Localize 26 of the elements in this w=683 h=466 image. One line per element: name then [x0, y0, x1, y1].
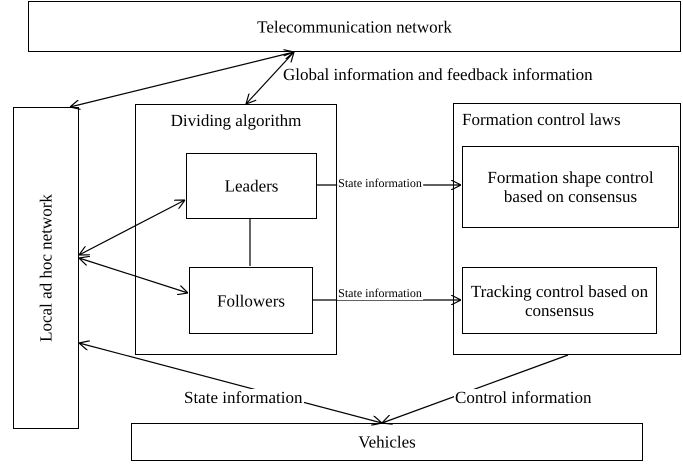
process-box: [186, 153, 317, 219]
group-box: [453, 103, 681, 355]
group-title: Formation control laws: [461, 110, 622, 129]
node-label: Local ad hoc network: [36, 194, 56, 342]
node-label: Tracking control based on consensus: [470, 282, 650, 320]
process-box: [189, 267, 313, 334]
process-box: [462, 146, 679, 228]
arrow: [381, 354, 568, 425]
arrow: [78, 256, 189, 296]
node-label: Vehicles: [357, 432, 417, 452]
arrow: [312, 294, 462, 306]
node-label: Followers: [216, 291, 286, 310]
process-box: [131, 423, 643, 461]
arrow: [245, 51, 295, 105]
node-label: Leaders: [224, 176, 280, 196]
node-label: Telecommunication network: [256, 17, 453, 36]
process-box: [13, 107, 79, 429]
arrow: [78, 199, 186, 256]
process-box: [28, 1, 681, 52]
connector-line: [249, 218, 251, 266]
process-box: [462, 267, 657, 334]
node-label: Formation shape control based on consensus: [486, 168, 655, 206]
edge-label: State information: [337, 177, 423, 190]
edge-label: State information: [337, 287, 423, 300]
group-box: [135, 104, 337, 355]
group-title: Dividing algorithm: [170, 111, 302, 130]
